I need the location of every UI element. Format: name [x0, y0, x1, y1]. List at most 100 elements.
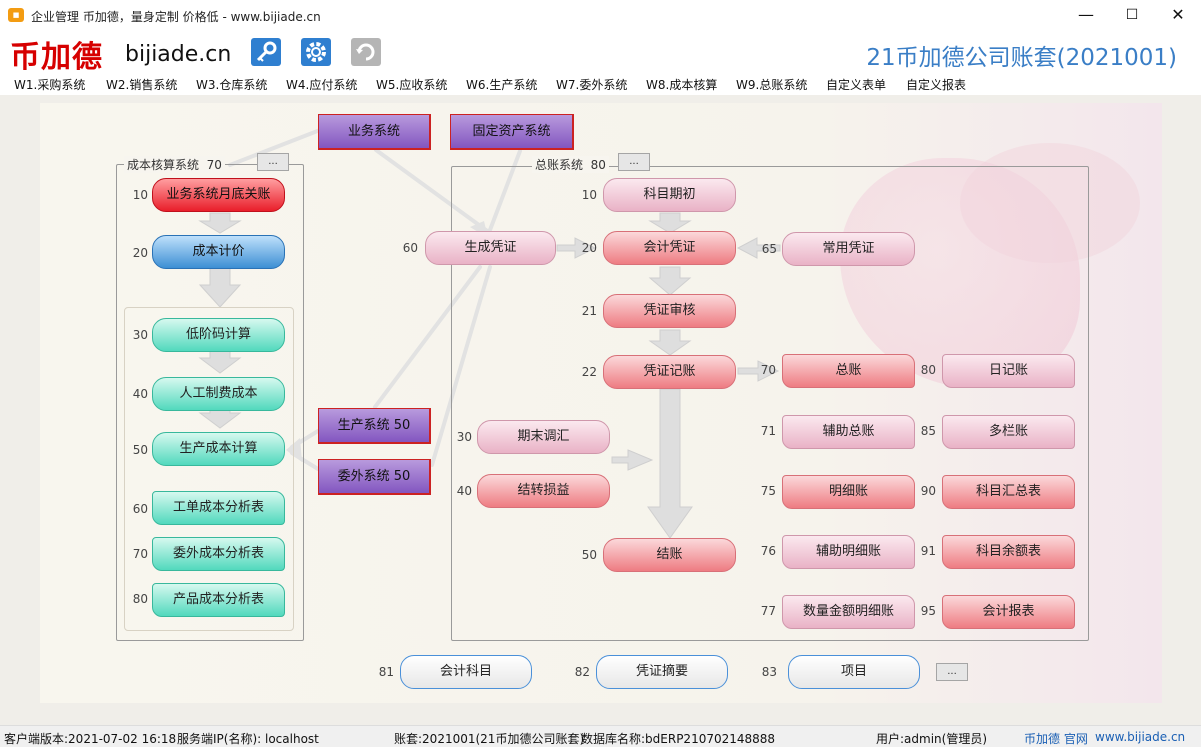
menu-payable[interactable]: W4.应付系统	[286, 78, 358, 92]
menu-production[interactable]: W6.生产系统	[466, 78, 538, 92]
menu-purchase[interactable]: W1.采购系统	[14, 78, 86, 92]
status-bar: 客户端版本:2021-07-02 16:18 服务端IP(名称): localh…	[0, 725, 1201, 747]
bottom-num-82: 82	[574, 665, 590, 679]
multi-column-button[interactable]: 多栏账	[942, 415, 1075, 449]
bottom-num-81: 81	[378, 665, 394, 679]
detail-ledger-button[interactable]: 明细账	[782, 475, 915, 509]
carry-forward-button[interactable]: 结转损益	[477, 474, 610, 508]
current-user: 用户:admin(管理员)	[876, 732, 988, 746]
app-icon: ■	[8, 8, 24, 22]
work-order-report-button[interactable]: 工单成本分析表	[152, 491, 285, 525]
background-petal	[960, 143, 1140, 263]
fixed-assets-button[interactable]: 固定资产系统	[450, 114, 574, 150]
close-button[interactable]: ✕	[1171, 5, 1185, 24]
accounting-voucher-button[interactable]: 会计凭证	[603, 231, 736, 265]
report-num-71: 71	[760, 424, 776, 438]
outsource-report-button[interactable]: 委外成本分析表	[152, 537, 285, 571]
cost-group-title: 成本核算系统 70	[124, 156, 225, 173]
menu-ledger[interactable]: W9.总账系统	[736, 78, 808, 92]
server-ip: 服务端IP(名称): localhost	[177, 732, 319, 746]
opening-balance-button[interactable]: 科目期初	[603, 178, 736, 212]
voucher-audit-button[interactable]: 凭证审核	[603, 294, 736, 328]
business-system-button[interactable]: 业务系统	[318, 114, 431, 150]
ledger-num-10: 10	[581, 188, 597, 202]
ledger-num-30: 30	[456, 430, 472, 444]
main-area: 成本核算系统 70 ... 10 业务系统月底关账 20 成本计价 30 低阶码…	[0, 95, 1201, 725]
window-title: 企业管理 币加德，量身定制 价格低 - www.bijiade.cn	[31, 10, 321, 24]
quantity-amount-button[interactable]: 数量金额明细账	[782, 595, 915, 629]
cost-num-20: 20	[132, 246, 148, 260]
ledger-num-22: 22	[581, 365, 597, 379]
labor-overhead-button[interactable]: 人工制费成本	[152, 377, 285, 411]
report-num-70: 70	[760, 363, 776, 377]
bottom-more-button[interactable]: ...	[936, 663, 968, 681]
cost-num-80: 80	[132, 592, 148, 606]
minimize-button[interactable]: —	[1078, 5, 1094, 24]
official-site-link[interactable]: www.bijiade.cn	[1095, 730, 1186, 744]
cost-num-70: 70	[132, 547, 148, 561]
aux-ledger-button[interactable]: 辅助总账	[782, 415, 915, 449]
journal-report-button[interactable]: 日记账	[942, 354, 1075, 388]
menu-outsource[interactable]: W7.委外系统	[556, 78, 628, 92]
refresh-icon[interactable]	[351, 38, 381, 66]
report-num-95: 95	[920, 604, 936, 618]
report-num-75: 75	[760, 484, 776, 498]
low-level-code-button[interactable]: 低阶码计算	[152, 318, 285, 352]
ledger-num-20: 20	[581, 241, 597, 255]
client-version: 客户端版本:2021-07-02 16:18	[4, 732, 177, 746]
month-end-close-button[interactable]: 业务系统月底关账	[152, 178, 285, 212]
generate-voucher-button[interactable]: 生成凭证	[425, 231, 556, 265]
report-num-90: 90	[920, 484, 936, 498]
bottom-num-83: 83	[761, 665, 777, 679]
general-ledger-report-button[interactable]: 总账	[782, 354, 915, 388]
report-num-85: 85	[920, 424, 936, 438]
ledger-num-40: 40	[456, 484, 472, 498]
cost-num-10: 10	[132, 188, 148, 202]
title-bar: ■ 企业管理 币加德，量身定制 价格低 - www.bijiade.cn — ☐…	[0, 0, 1201, 30]
period-revaluation-button[interactable]: 期末调汇	[477, 420, 610, 454]
maximize-button[interactable]: ☐	[1125, 7, 1139, 23]
cost-num-50: 50	[132, 443, 148, 457]
account-summary-button[interactable]: 科目汇总表	[942, 475, 1075, 509]
aux-detail-button[interactable]: 辅助明细账	[782, 535, 915, 569]
cost-pricing-button[interactable]: 成本计价	[152, 235, 285, 269]
background-flower	[840, 158, 1080, 388]
product-report-button[interactable]: 产品成本分析表	[152, 583, 285, 617]
brand-bar: 币加德 bijiade.cn 21币加德公司账套(2021001)	[0, 30, 1201, 75]
chart-of-accounts-button[interactable]: 会计科目	[400, 655, 532, 689]
report-num-77: 77	[760, 604, 776, 618]
ledger-group-title: 总账系统 80	[532, 156, 609, 173]
financial-report-button[interactable]: 会计报表	[942, 595, 1075, 629]
flow-arrows	[198, 128, 781, 539]
period-close-button[interactable]: 结账	[603, 538, 736, 572]
common-voucher-button[interactable]: 常用凭证	[782, 232, 915, 266]
production-system-button[interactable]: 生产系统 50	[318, 408, 431, 444]
menu-warehouse[interactable]: W3.仓库系统	[196, 78, 268, 92]
account-title: 21币加德公司账套(2021001)	[866, 45, 1177, 71]
ledger-num-65: 65	[761, 242, 777, 256]
menu-custom-report[interactable]: 自定义报表	[906, 78, 967, 92]
ledger-num-50: 50	[581, 548, 597, 562]
cost-calc-subgroup	[124, 307, 294, 631]
menu-cost[interactable]: W8.成本核算	[646, 78, 718, 92]
outsource-system-button[interactable]: 委外系统 50	[318, 459, 431, 495]
menu-custom-form[interactable]: 自定义表单	[826, 78, 887, 92]
cost-num-40: 40	[132, 387, 148, 401]
ledger-more-button[interactable]: ...	[618, 153, 650, 171]
menu-sales[interactable]: W2.销售系统	[106, 78, 178, 92]
cost-more-button[interactable]: ...	[257, 153, 289, 171]
account-balance-button[interactable]: 科目余额表	[942, 535, 1075, 569]
logo-domain: bijiade.cn	[125, 42, 232, 67]
general-ledger-group	[451, 166, 1089, 641]
key-icon[interactable]	[251, 38, 281, 66]
report-num-76: 76	[760, 544, 776, 558]
cost-num-30: 30	[132, 328, 148, 342]
voucher-posting-button[interactable]: 凭证记账	[603, 355, 736, 389]
gear-icon[interactable]	[301, 38, 331, 66]
production-cost-button[interactable]: 生产成本计算	[152, 432, 285, 466]
project-button[interactable]: 项目	[788, 655, 920, 689]
database-name: 数据库名称:bdERP210702148888	[581, 732, 776, 746]
voucher-summary-button[interactable]: 凭证摘要	[596, 655, 728, 689]
official-site-label[interactable]: 币加德 官网	[1024, 732, 1088, 746]
menu-receivable[interactable]: W5.应收系统	[376, 78, 448, 92]
